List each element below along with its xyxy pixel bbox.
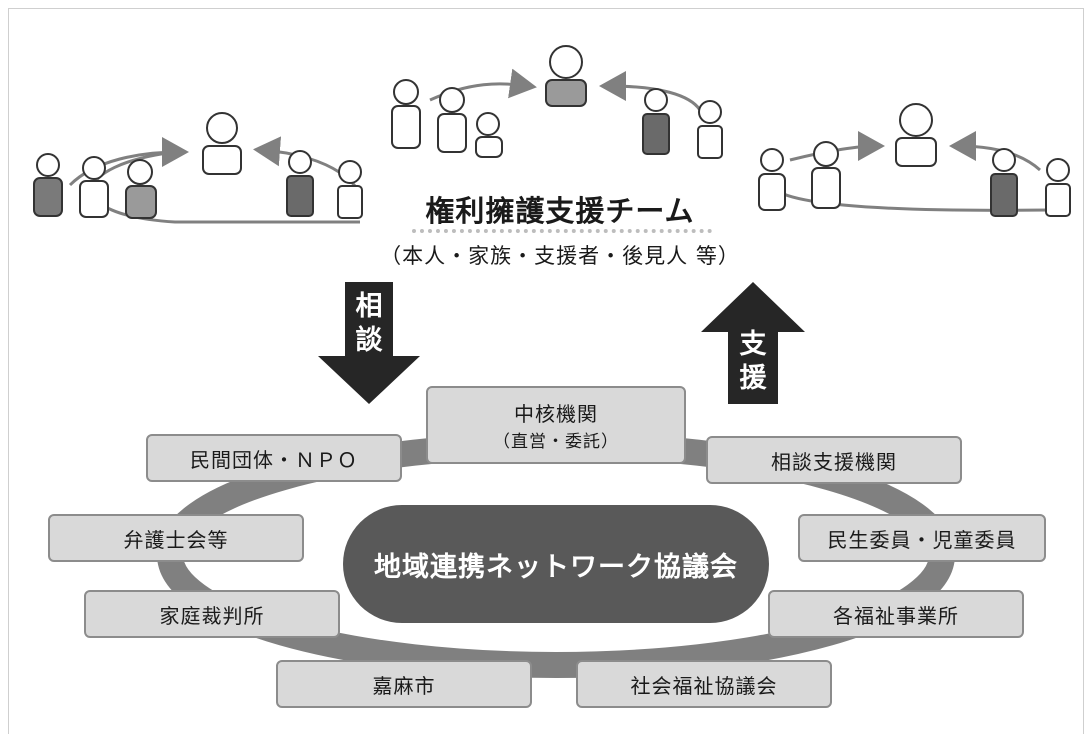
consult-arrow xyxy=(318,282,420,404)
support-arrow xyxy=(701,282,805,404)
node-welfare-offices: 各福祉事業所 xyxy=(768,590,1024,638)
team-group-right xyxy=(758,103,1071,217)
team-group-left xyxy=(33,112,363,224)
team-group-middle xyxy=(391,45,723,159)
consult-label: 相 談 xyxy=(349,290,389,358)
consult-char: 相 xyxy=(355,291,383,322)
node-city: 嘉麻市 xyxy=(276,660,532,708)
node-core-agency: 中核機関 （直営・委託） xyxy=(426,386,686,464)
person-icon xyxy=(391,45,723,159)
node-social-welfare-council: 社会福祉協議会 xyxy=(576,660,832,708)
node-private-npo: 民間団体・ＮＰＯ xyxy=(146,434,402,482)
team-title: 権利擁護支援チーム xyxy=(425,194,695,228)
support-label: 支 援 xyxy=(733,328,773,396)
team-subtitle: （本人・家族・支援者・後見人 等） xyxy=(380,244,740,268)
title-underline xyxy=(412,229,712,233)
support-char: 援 xyxy=(739,363,767,394)
consult-char: 談 xyxy=(355,325,383,356)
person-icon xyxy=(758,103,1071,217)
node-sublabel: （直営・委託） xyxy=(493,432,619,452)
node-family-court: 家庭裁判所 xyxy=(84,590,340,638)
support-char: 支 xyxy=(739,329,767,360)
node-welfare-commissioners: 民生委員・児童委員 xyxy=(798,514,1046,562)
node-bar-association: 弁護士会等 xyxy=(48,514,304,562)
node-consult-support: 相談支援機関 xyxy=(706,436,962,484)
outer-frame xyxy=(8,8,1084,734)
node-label: 中核機関 xyxy=(514,402,598,426)
person-icon xyxy=(33,112,363,219)
network-council: 地域連携ネットワーク協議会 xyxy=(343,505,769,623)
